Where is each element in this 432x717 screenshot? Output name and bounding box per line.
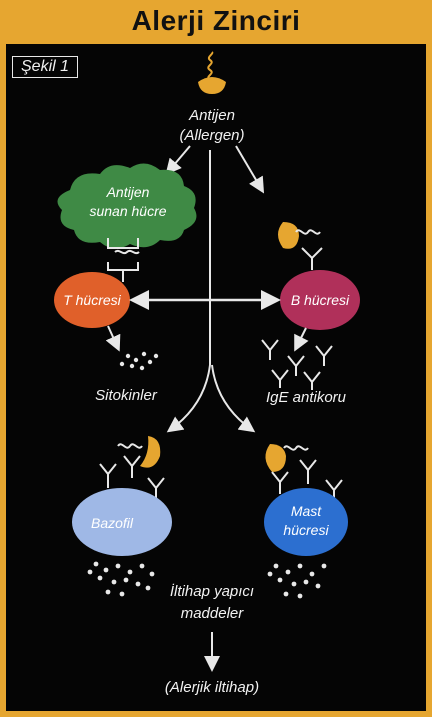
basophil-granules [88,562,155,597]
ige-label: IgE antikoru [266,389,347,406]
cytokine-dots [120,352,158,370]
cytokines-label: Sitokinler [95,387,158,404]
cytokine-arrow [108,326,118,348]
b-cell-antigen-icon [278,222,322,270]
mast-label-1: Mast [291,503,322,519]
mast-granules [268,564,327,599]
antigen-icon [198,52,226,94]
mediators-label-1: İltihap yapıcı [170,583,254,600]
mast-label-2: hücresi [283,522,329,538]
apc-label-2: sunan hücre [89,203,166,219]
t-cell-label: T hücresi [63,292,121,308]
antigen-label-1: Antijen [188,107,235,124]
antigen-label-2: (Allergen) [179,127,244,144]
outcome-label: (Alerjik iltihap) [165,679,259,696]
basophil-label: Bazofil [91,515,134,531]
ige-arrow [296,328,306,348]
b-cell-label: B hücresi [291,292,350,308]
mediators-label-2: maddeler [181,605,245,622]
apc-label-1: Antijen [106,184,150,200]
